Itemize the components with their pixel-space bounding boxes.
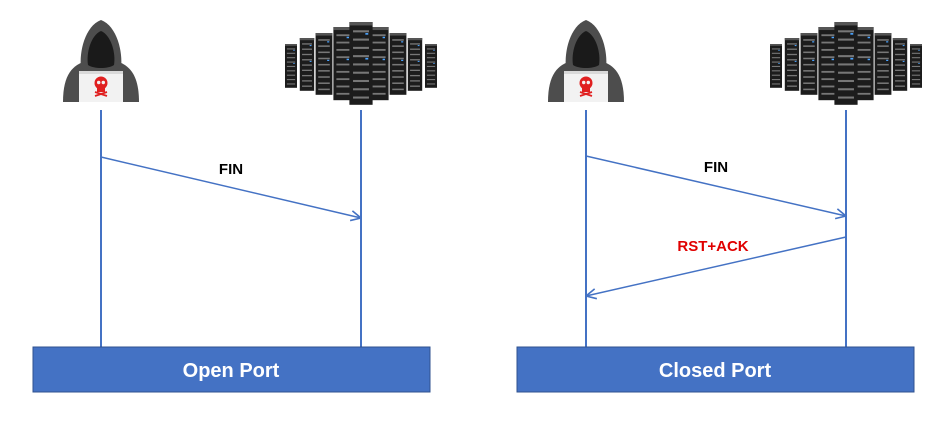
fin-arrow bbox=[585, 155, 846, 216]
fin-label: FIN bbox=[219, 161, 243, 178]
rst-ack-label: RST+ACK bbox=[677, 238, 748, 255]
hooded-hacker-icon bbox=[547, 19, 625, 103]
server-rack-icon bbox=[770, 22, 922, 105]
fin-label: FIN bbox=[704, 159, 728, 176]
fin-arrow bbox=[100, 156, 361, 218]
port-status-label: Open Port bbox=[183, 360, 280, 382]
scenario-open-port: FIN Open Port bbox=[32, 19, 437, 393]
port-status-label: Closed Port bbox=[659, 360, 772, 382]
rst-ack-arrow bbox=[586, 236, 847, 296]
port-status-bar bbox=[32, 346, 431, 393]
hooded-hacker-icon bbox=[62, 19, 140, 103]
scenario-closed-port: FIN RST+ACK Closed Port bbox=[516, 19, 922, 393]
server-rack-icon bbox=[285, 22, 437, 105]
port-status-bar bbox=[516, 346, 915, 393]
